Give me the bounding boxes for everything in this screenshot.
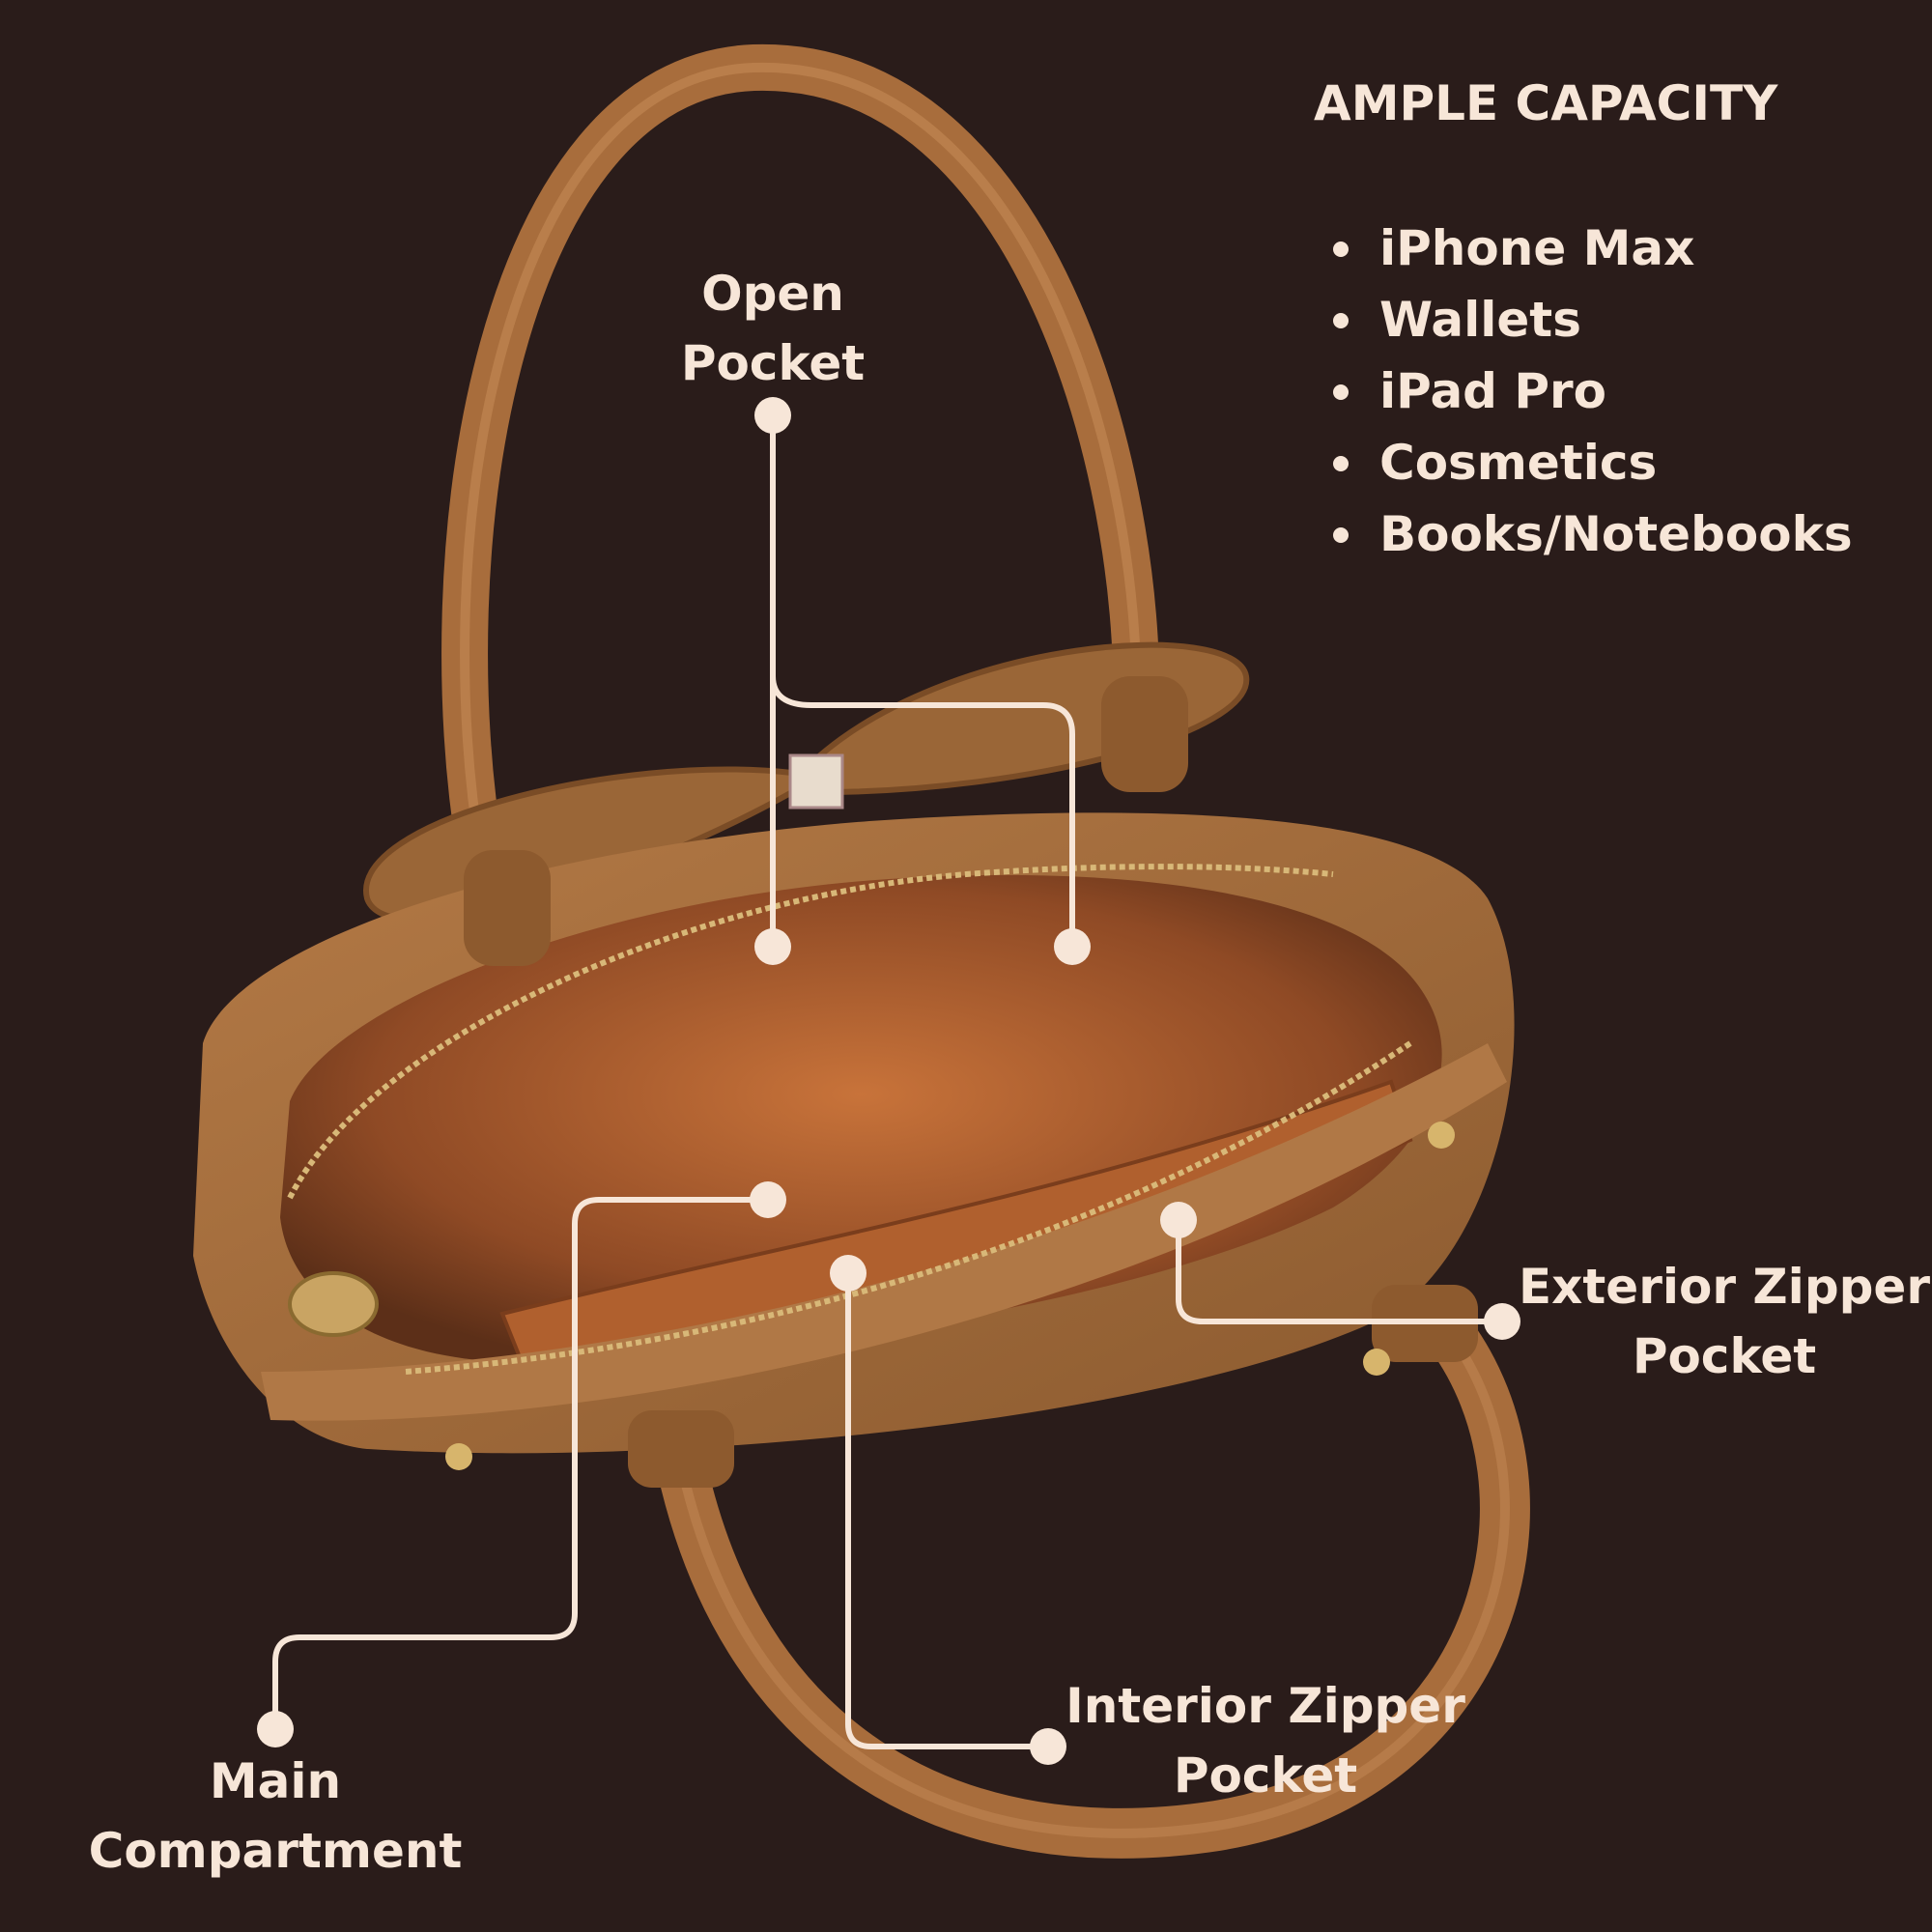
rivet [1363,1349,1390,1376]
handle-tab-left [464,850,551,966]
callout-dot [1030,1728,1066,1765]
callout-line-open-pocket-branch [770,673,1075,950]
callout-dot [754,397,791,434]
capacity-item: iPad Pro [1333,355,1853,427]
capacity-item: iPhone Max [1333,213,1853,284]
callout-dot [1160,1202,1197,1238]
callout-dot [754,928,791,965]
callout-dot [830,1255,867,1292]
main-zipper [287,864,1334,1200]
callout-dot [750,1181,786,1218]
bow-knot [788,753,844,810]
callout-dot [257,1711,294,1747]
main-compartment-label: Main Compartment [88,1753,463,1879]
callout-dot [1484,1303,1520,1340]
front-wall [261,1043,1507,1421]
capacity-item: Wallets [1333,284,1853,355]
capacity-item: Books/Notebooks [1333,498,1853,570]
callout-dot [1054,928,1091,965]
capacity-title: AMPLE CAPACITY [1314,75,1778,131]
callout-line-exterior-zipper [1176,1217,1505,1324]
callout-line-main-compartment [272,1197,771,1732]
zipper-pull [288,1271,379,1337]
open-pocket-label: Open Pocket [680,266,866,391]
exterior-zipper-pocket-label: Exterior Zipper Pocket [1519,1259,1930,1384]
rivet [445,1443,472,1470]
interior-zipper-pocket-label: Interior Zipper Pocket [1065,1678,1465,1804]
handle-tab-bottom-left [628,1410,734,1488]
front-zipper [405,1040,1412,1375]
rivet [1428,1122,1455,1149]
capacity-item: Cosmetics [1333,427,1853,498]
capacity-list: iPhone Max Wallets iPad Pro Cosmetics Bo… [1333,213,1853,570]
handle-tab-right [1101,676,1188,792]
callout-line-interior-zipper [845,1272,1051,1749]
